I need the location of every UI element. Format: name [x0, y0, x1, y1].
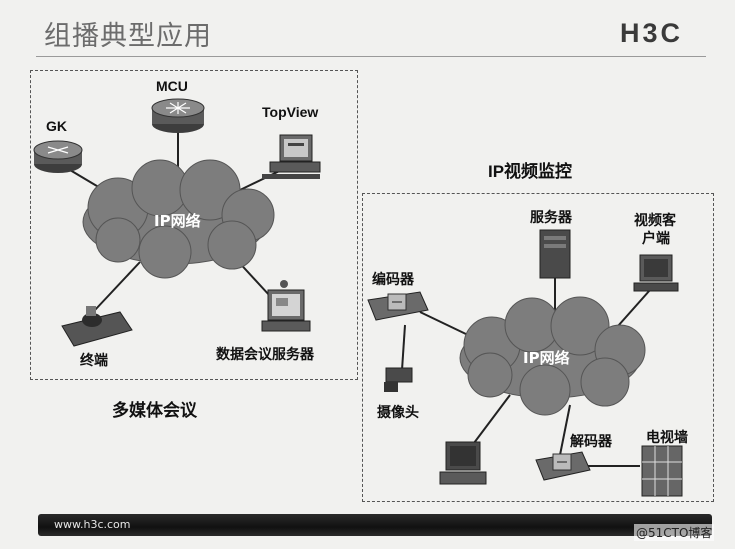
title-divider	[36, 56, 706, 57]
data-server-pc-icon	[261, 280, 311, 332]
topview-workstation-icon	[262, 134, 321, 179]
video-client-label-line1: 视频客	[634, 212, 676, 228]
video-client-pc-icon	[633, 254, 679, 292]
multimedia-conference-caption: 多媒体会议	[112, 401, 197, 420]
ip-video-surveillance-panel	[362, 193, 714, 502]
left-cloud-label: IP网络	[154, 212, 201, 230]
monitor-pc-icon	[439, 441, 487, 485]
terminal-device-icon	[61, 306, 133, 347]
gk-device-icon	[33, 140, 83, 173]
server-label: 服务器	[530, 209, 572, 225]
video-wall-label: 电视墙	[646, 429, 688, 445]
link-camera	[401, 324, 406, 371]
link-terminal	[94, 261, 141, 311]
encoder-label: 编码器	[372, 271, 414, 287]
link-decoder	[559, 404, 571, 456]
terminal-label: 终端	[80, 352, 108, 368]
server-tower-icon	[539, 229, 571, 279]
mcu-label: MCU	[156, 78, 188, 94]
watermark: @51CTO博客	[634, 524, 715, 541]
video-client-label-line2: 户端	[642, 230, 670, 246]
encoder-device-icon	[367, 291, 429, 321]
footer-url: www.h3c.com	[54, 518, 131, 531]
right-cloud-label: IP网络	[523, 349, 570, 367]
mcu-device-icon	[151, 98, 205, 133]
footer-bar	[38, 514, 712, 536]
link-encoder	[419, 311, 469, 336]
left-cloud	[82, 159, 275, 279]
gk-label: GK	[46, 118, 67, 134]
topview-label: TopView	[262, 104, 319, 120]
right-cloud	[459, 296, 646, 416]
page-title: 组播典型应用	[44, 21, 212, 52]
video-wall-icon	[641, 445, 683, 497]
decoder-label: 解码器	[570, 433, 612, 449]
h3c-logo: H3C	[620, 18, 684, 48]
camera-label: 摄像头	[377, 404, 419, 420]
multimedia-conference-panel	[30, 70, 358, 380]
data-server-label: 数据会议服务器	[216, 346, 314, 362]
decoder-device-icon	[535, 451, 591, 481]
camera-device-icon	[384, 367, 413, 392]
ip-video-surveillance-caption: IP视频监控	[488, 162, 573, 181]
